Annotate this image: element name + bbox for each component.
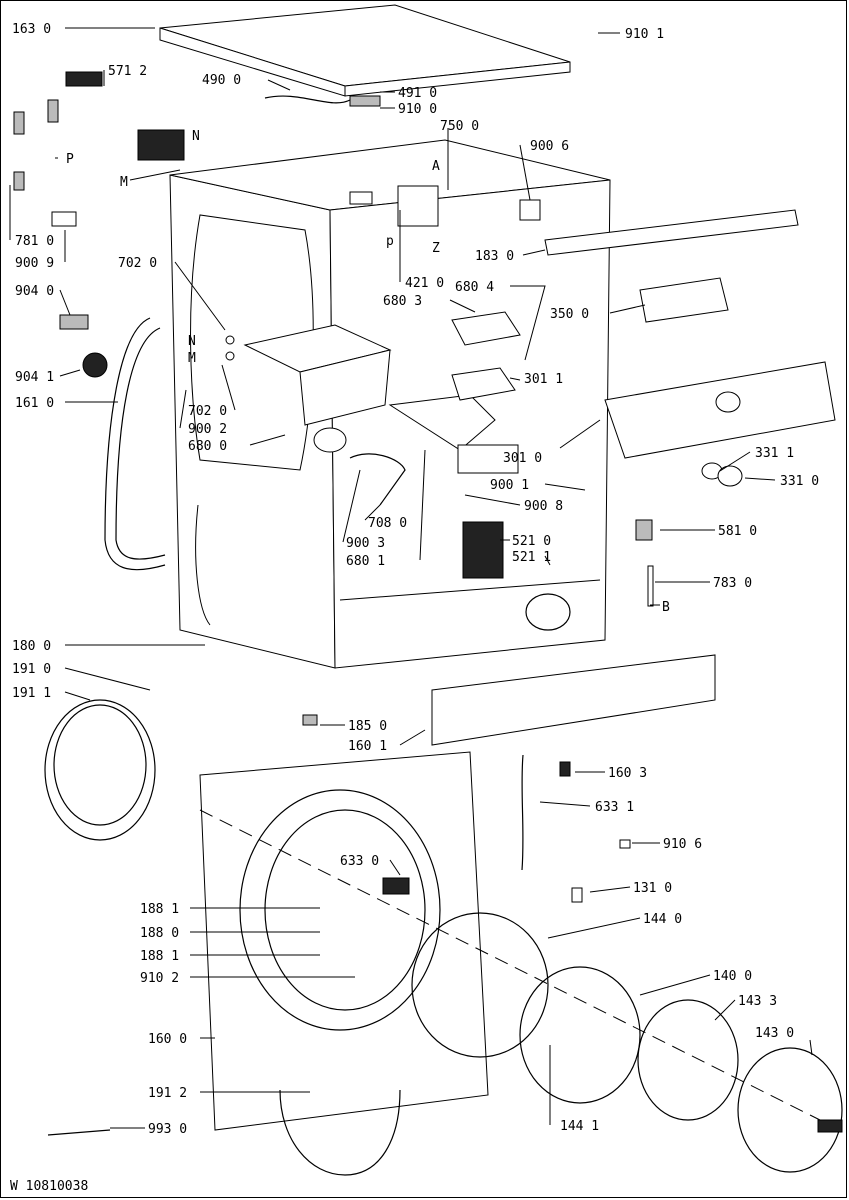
label-143-3: 143 3 — [738, 994, 777, 1009]
label-301-0: 301 0 — [503, 451, 542, 466]
label-180-0: 180 0 — [12, 639, 51, 654]
label-993-0: 993 0 — [148, 1122, 187, 1137]
label-900-6: 900 6 — [530, 139, 569, 154]
label-904-0: 904 0 — [15, 284, 54, 299]
label-M-mid: M — [188, 351, 196, 366]
label-910-1: 910 1 — [625, 27, 664, 42]
label-900-8: 900 8 — [524, 499, 563, 514]
label-910-6: 910 6 — [663, 837, 702, 852]
part-small-components — [13, 71, 843, 1136]
label-421-0: 421 0 — [405, 276, 444, 291]
part-front-panel — [199, 654, 716, 1131]
label-633-1: 633 1 — [595, 800, 634, 815]
part-labels: 163 0 910 1 571 2 490 0 491 0 910 0 750 … — [10, 22, 819, 1194]
part-door-seal-hose — [104, 317, 166, 571]
label-131-0: 131 0 — [633, 881, 672, 896]
label-144-0: 144 0 — [643, 912, 682, 927]
label-680-3: 680 3 — [383, 294, 422, 309]
label-160-1: 160 1 — [348, 739, 387, 754]
label-910-2: 910 2 — [140, 971, 179, 986]
label-331-0: 331 0 — [780, 474, 819, 489]
label-N-top: N — [192, 129, 200, 144]
label-p: p — [386, 234, 394, 249]
label-A: A — [432, 159, 440, 174]
label-161-0: 161 0 — [15, 396, 54, 411]
label-633-0: 633 0 — [340, 854, 379, 869]
label-301-1: 301 1 — [524, 372, 563, 387]
label-750-0: 750 0 — [440, 119, 479, 134]
label-P: P — [66, 152, 74, 167]
part-control-panel — [544, 209, 836, 459]
label-900-1: 900 1 — [490, 478, 529, 493]
label-904-1: 904 1 — [15, 370, 54, 385]
label-900-2: 900 2 — [188, 422, 227, 437]
label-581-0: 581 0 — [718, 524, 757, 539]
label-783-0: 783 0 — [713, 576, 752, 591]
label-160-3: 160 3 — [608, 766, 647, 781]
label-191-0: 191 0 — [12, 662, 51, 677]
label-188-1-top: 188 1 — [140, 902, 179, 917]
label-350-0: 350 0 — [550, 307, 589, 322]
label-183-0: 183 0 — [475, 249, 514, 264]
label-900-3: 900 3 — [346, 536, 385, 551]
label-140-0: 140 0 — [713, 969, 752, 984]
label-331-1: 331 1 — [755, 446, 794, 461]
label-680-4: 680 4 — [455, 280, 494, 295]
label-781-0: 781 0 — [15, 234, 54, 249]
label-680-0: 680 0 — [188, 439, 227, 454]
label-N-mid: N — [188, 334, 196, 349]
label-143-0: 143 0 — [755, 1026, 794, 1041]
label-144-1: 144 1 — [560, 1119, 599, 1134]
label-191-1: 191 1 — [12, 686, 51, 701]
label-Z: Z — [432, 241, 440, 256]
drawing-code: W 10810038 — [10, 1179, 88, 1194]
label-B: B — [662, 600, 670, 615]
part-door-rings — [44, 699, 843, 1173]
label-160-0: 160 0 — [148, 1032, 187, 1047]
label-702-0-top: 702 0 — [118, 256, 157, 271]
label-900-9: 900 9 — [15, 256, 54, 271]
label-490-0: 490 0 — [202, 73, 241, 88]
part-cabinet — [169, 139, 611, 669]
label-188-0: 188 0 — [140, 926, 179, 941]
label-680-1: 680 1 — [346, 554, 385, 569]
label-188-1-bottom: 188 1 — [140, 949, 179, 964]
part-detergent-drawer — [243, 311, 521, 474]
label-185-0: 185 0 — [348, 719, 387, 734]
label-708-0: 708 0 — [368, 516, 407, 531]
label-521-0: 521 0 — [512, 534, 551, 549]
label-191-2: 191 2 — [148, 1086, 187, 1101]
label-521-1: 521 1 — [512, 550, 551, 565]
part-top-cover — [159, 4, 571, 97]
label-571-2: 571 2 — [108, 64, 147, 79]
label-702-0-mid: 702 0 — [188, 404, 227, 419]
label-163-0: 163 0 — [12, 22, 51, 37]
label-910-0: 910 0 — [398, 102, 437, 117]
label-M-top: M — [120, 175, 128, 190]
label-491-0: 491 0 — [398, 86, 437, 101]
leader-lines — [9, 27, 813, 1129]
part-door-gasket — [53, 704, 401, 1176]
